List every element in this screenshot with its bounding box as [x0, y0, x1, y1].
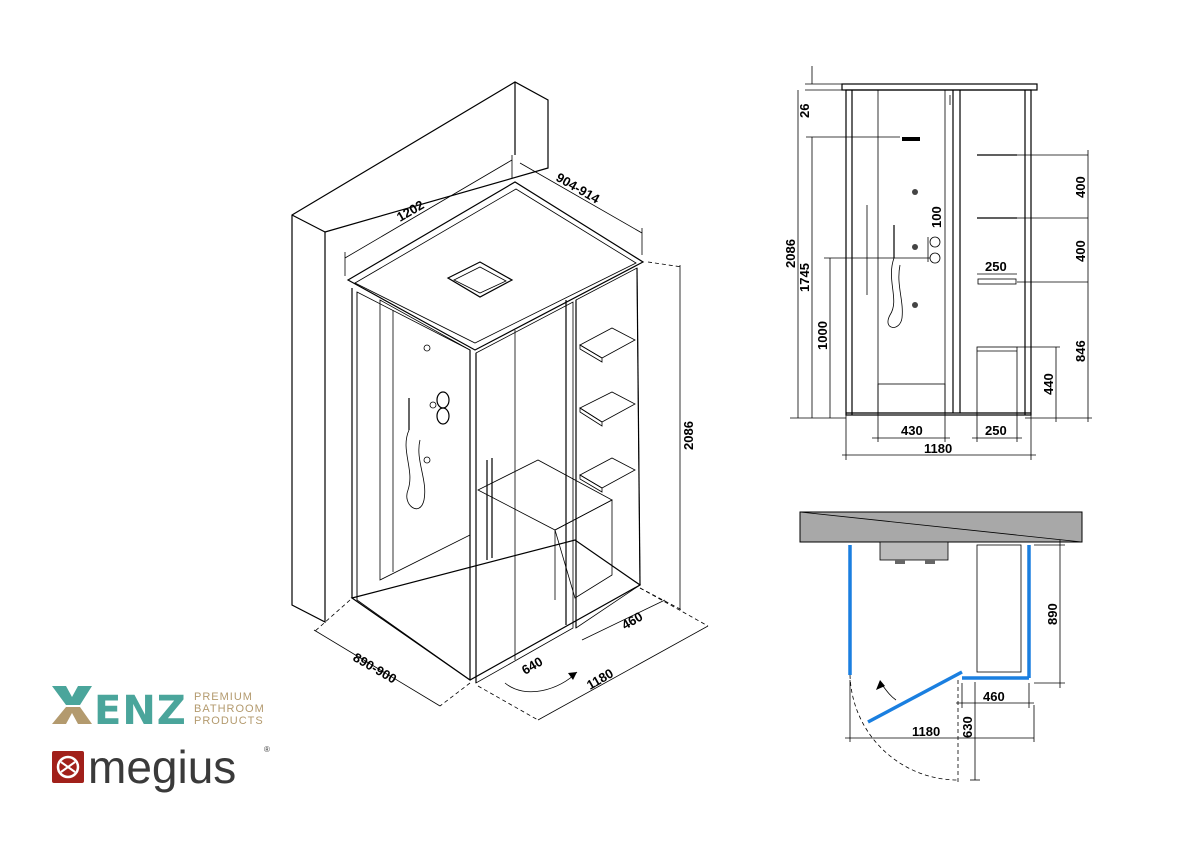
megius-wordmark: megius: [88, 741, 236, 793]
dim-door-width: 430: [901, 423, 923, 438]
plan-dim-width: 1180: [912, 724, 940, 739]
dim-length: 1180: [584, 666, 616, 693]
shower-base: [350, 539, 642, 681]
shower-column: [379, 299, 471, 581]
shower-roof: [346, 181, 645, 351]
megius-logo: megius ®: [52, 741, 270, 793]
door-panel: [475, 301, 574, 684]
dim-roof: 26: [797, 104, 812, 118]
dim-shelf-a: 400: [1073, 176, 1088, 198]
dim-door: 640: [519, 654, 545, 678]
shower-head: [902, 137, 920, 141]
xenz-logo: ENZ PREMIUM BATHROOM PRODUCTS: [52, 686, 265, 734]
xenz-x-icon: [52, 686, 92, 705]
bench: [477, 459, 613, 531]
dim-shelf-depth: 250: [985, 259, 1007, 274]
shelves: [579, 327, 636, 493]
dim-bench-width: 250: [985, 423, 1007, 438]
dim-bench-height: 440: [1041, 373, 1056, 395]
xenz-line-3: PRODUCTS: [194, 715, 264, 727]
wall-block: [291, 81, 549, 623]
xenz-wordmark: ENZ: [94, 688, 187, 734]
dim-shelf-b: 400: [1073, 240, 1088, 262]
dim-front-depth: 890-900: [351, 650, 400, 687]
front-elevation: 26 2086 1745 1000 100 400 400 250 846 44…: [783, 66, 1092, 460]
dim-spacing: 100: [929, 206, 944, 228]
plan-view: 890 460 630 1180: [799, 511, 1083, 782]
plan-dim-swing: 630: [960, 716, 975, 738]
xenz-line-1: PREMIUM: [194, 691, 253, 703]
plan-dim-bench: 460: [983, 689, 1005, 704]
dim-width: 1202: [394, 197, 427, 224]
plan-bench: [976, 544, 1022, 673]
roof-vent: [446, 261, 514, 298]
dim-total-width: 1180: [924, 441, 952, 456]
dim-total-height: 2086: [783, 239, 798, 268]
bench-front: [976, 346, 1018, 414]
xenz-line-2: BATHROOM: [194, 703, 265, 715]
isometric-view: 1202 904-914 2086 890-900 640 1180 460: [291, 81, 709, 721]
dim-depth: 904-914: [554, 170, 603, 207]
megius-registered: ®: [264, 745, 270, 754]
dim-shower-head: 1745: [797, 263, 812, 292]
plan-dim-depth: 890: [1045, 603, 1060, 625]
dim-bench: 460: [619, 609, 645, 633]
dim-mixer: 1000: [815, 321, 830, 350]
dim-bench-top: 846: [1073, 340, 1088, 362]
dim-height: 2086: [681, 421, 696, 450]
